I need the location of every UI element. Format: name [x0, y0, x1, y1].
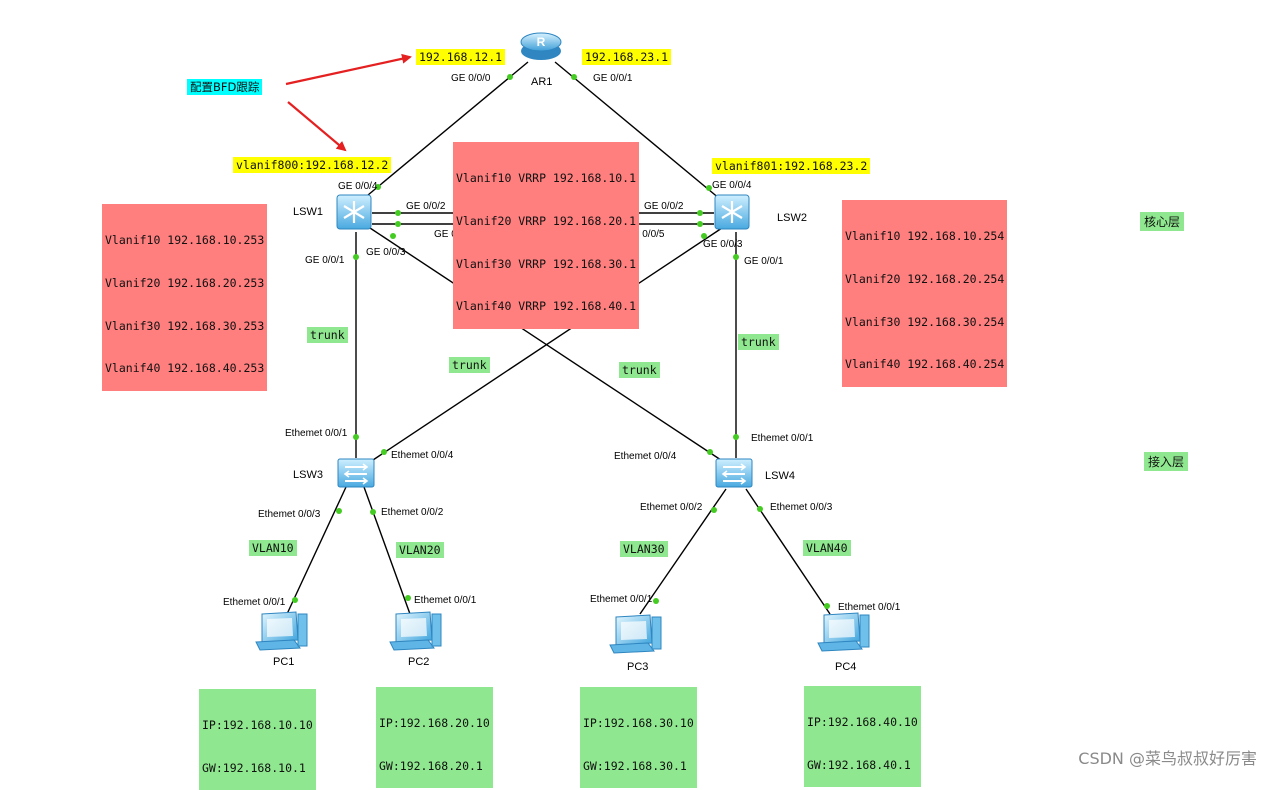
port-lsw1-g001: GE 0/0/1 — [305, 255, 345, 266]
lsw1-vlanif-line-3: Vlanif30 192.168.30.253 — [105, 318, 265, 333]
pc4-label: PC4 — [835, 661, 856, 673]
pc2-ip: IP:192.168.20.10 — [379, 716, 490, 731]
link-lsw3-pc1 — [286, 486, 347, 615]
bfd-arrow-to-ar1 — [285, 53, 412, 86]
pc4-gw: GW:192.168.40.1 — [807, 758, 911, 773]
lsw1-label: LSW1 — [293, 206, 323, 218]
lsw2-vlanif801-tag: vlanif801:192.168.23.2 — [712, 158, 871, 175]
lsw1-vlanif800-tag: vlanif800:192.168.12.2 — [233, 157, 392, 174]
port-lsw3-e001: Ethemet 0/0/1 — [285, 428, 348, 439]
port-pc2-e001: Ethemet 0/0/1 — [414, 595, 477, 606]
lsw1-vlanif-block: Vlanif10 192.168.10.253 Vlanif20 192.168… — [102, 204, 268, 391]
trunk-lsw2-lsw4-tag: trunk — [738, 334, 779, 351]
pc4-ip: IP:192.168.40.10 — [807, 715, 918, 730]
pc1-ip: IP:192.168.10.10 — [202, 718, 313, 733]
port-pc1-e001: Ethemet 0/0/1 — [223, 597, 286, 608]
trunk-lsw2-lsw3-tag: trunk — [449, 357, 490, 374]
port-lsw4-e002: Ethemet 0/0/2 — [640, 502, 703, 513]
port-lsw3-e003: Ethemet 0/0/3 — [258, 509, 321, 520]
lsw2-vlanif-block: Vlanif10 192.168.10.254 Vlanif20 192.168… — [842, 200, 1008, 387]
port-lsw3-e004: Ethemet 0/0/4 — [391, 450, 454, 461]
port-lsw4-e004: Ethemet 0/0/4 — [614, 451, 677, 462]
router-ar1[interactable]: R — [520, 32, 562, 60]
pc2-config-block: IP:192.168.20.10 GW:192.168.20.1 — [376, 687, 493, 789]
port-lsw3-e002: Ethemet 0/0/2 — [381, 507, 444, 518]
switch-lsw3[interactable] — [337, 458, 375, 488]
port-labels: GE 0/0/0 GE 0/0/1 GE 0/0/4 GE 0/0/2 GE 0… — [223, 73, 901, 613]
pc2-label: PC2 — [408, 656, 429, 668]
pc3-label: PC3 — [627, 661, 648, 673]
switch-lsw2[interactable] — [714, 194, 750, 230]
pc3[interactable] — [609, 614, 662, 654]
core-layer-label: 核心层 — [1140, 212, 1185, 231]
ar1-right-ip-tag: 192.168.23.1 — [582, 49, 672, 66]
pc4-config-block: IP:192.168.40.10 GW:192.168.40.1 — [804, 686, 921, 788]
trunk-lsw1-lsw4-tag: trunk — [619, 362, 660, 379]
port-lsw2-g004: GE 0/0/4 — [712, 180, 752, 191]
link-ar1-lsw2 — [554, 61, 727, 205]
pc1-config-block: IP:192.168.10.10 GW:192.168.10.1 — [199, 689, 316, 790]
port-ar1-g000: GE 0/0/0 — [451, 73, 491, 84]
pc4[interactable] — [817, 612, 870, 652]
pc1[interactable] — [255, 611, 308, 651]
port-lsw4-e003: Ethemet 0/0/3 — [770, 502, 833, 513]
pc3-gw: GW:192.168.30.1 — [583, 759, 687, 774]
lsw1-vlanif-line-4: Vlanif40 192.168.40.253 — [105, 361, 265, 376]
pc1-gw: GW:192.168.10.1 — [202, 761, 306, 776]
trunk-lsw1-lsw3-tag: trunk — [307, 327, 348, 344]
port-lsw1-g003: GE 0/0/3 — [366, 247, 406, 258]
port-lsw2-g002: GE 0/0/2 — [644, 201, 684, 212]
lsw1-vlanif-line-1: Vlanif10 192.168.10.253 — [105, 233, 265, 248]
csdn-watermark: CSDN @菜鸟叔叔好厉害 — [1078, 749, 1257, 768]
pc2-gw: GW:192.168.20.1 — [379, 759, 483, 774]
link-lsw3-pc2 — [363, 486, 411, 615]
pc2[interactable] — [389, 611, 442, 651]
port-ar1-g001: GE 0/0/1 — [593, 73, 633, 84]
lsw3-label: LSW3 — [293, 469, 323, 481]
port-pc4-e001: Ethemet 0/0/1 — [838, 602, 901, 613]
vrrp-block: Vlanif10 VRRP 192.168.10.1 Vlanif20 VRRP… — [453, 142, 640, 329]
vrrp-line-4: Vlanif40 VRRP 192.168.40.1 — [456, 299, 637, 314]
vlan30-tag: VLAN30 — [620, 541, 668, 558]
port-lsw4-e001: Ethemet 0/0/1 — [751, 433, 814, 444]
vrrp-line-3: Vlanif30 VRRP 192.168.30.1 — [456, 256, 637, 271]
pc1-label: PC1 — [273, 656, 294, 668]
bfd-note-tag: 配置BFD跟踪 — [187, 79, 263, 96]
port-dots — [292, 74, 830, 609]
lsw2-vlanif-line-1: Vlanif10 192.168.10.254 — [845, 229, 1005, 244]
pc3-config-block: IP:192.168.30.10 GW:192.168.30.1 — [580, 687, 697, 789]
bfd-arrow-to-lsw1 — [287, 101, 347, 152]
lsw1-vlanif-line-2: Vlanif20 192.168.20.253 — [105, 276, 265, 291]
vlan20-tag: VLAN20 — [396, 542, 444, 559]
port-lsw2-g005: GE 0/0/5 — [625, 229, 665, 240]
bfd-arrows — [285, 53, 412, 152]
ar1-label: AR1 — [531, 76, 552, 88]
router-icon: R — [537, 35, 546, 49]
lsw2-label: LSW2 — [777, 212, 807, 224]
ar1-left-ip-tag: 192.168.12.1 — [416, 49, 506, 66]
vlan10-tag: VLAN10 — [249, 540, 297, 557]
lsw2-vlanif-line-3: Vlanif30 192.168.30.254 — [845, 314, 1005, 329]
vrrp-line-1: Vlanif10 VRRP 192.168.10.1 — [456, 171, 637, 186]
link-lsw2-lsw3 — [369, 227, 723, 463]
port-lsw1-g004: GE 0/0/4 — [338, 181, 378, 192]
lsw2-vlanif-line-2: Vlanif20 192.168.20.254 — [845, 272, 1005, 287]
vlan40-tag: VLAN40 — [803, 540, 851, 557]
port-lsw2-g003: GE 0/0/3 — [703, 239, 743, 250]
pc3-ip: IP:192.168.30.10 — [583, 716, 694, 731]
switch-lsw1[interactable] — [336, 194, 372, 230]
port-lsw1-g002: GE 0/0/2 — [406, 201, 446, 212]
port-lsw2-g001: GE 0/0/1 — [744, 256, 784, 267]
link-ar1-lsw1 — [355, 61, 529, 206]
vrrp-line-2: Vlanif20 VRRP 192.168.20.1 — [456, 214, 637, 229]
lsw2-vlanif-line-4: Vlanif40 192.168.40.254 — [845, 357, 1005, 372]
access-layer-label: 接入层 — [1144, 452, 1189, 471]
port-pc3-e001: Ethemet 0/0/1 — [590, 594, 653, 605]
switch-lsw4[interactable] — [715, 458, 753, 488]
lsw4-label: LSW4 — [765, 470, 795, 482]
